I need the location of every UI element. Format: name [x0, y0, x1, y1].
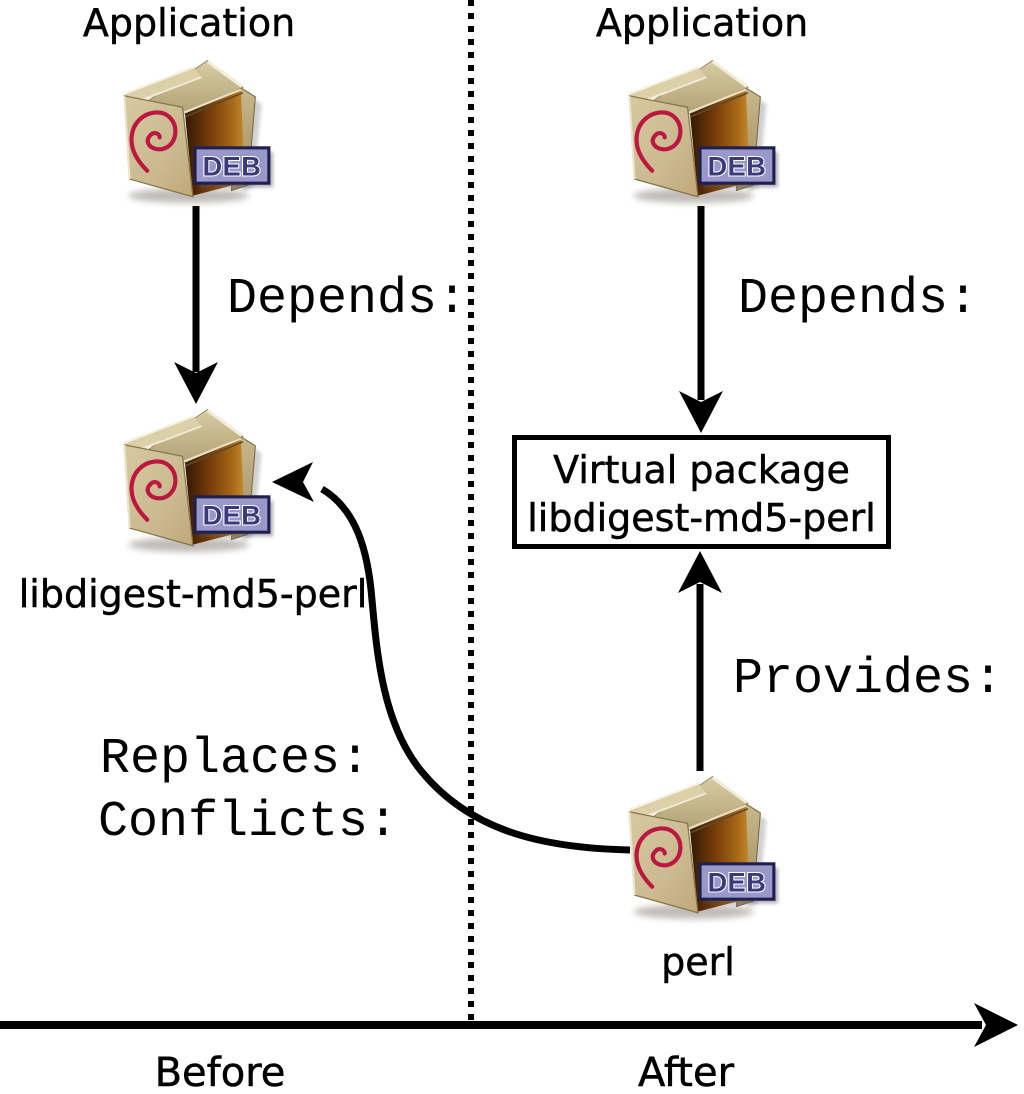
timeline-axis-arrow [0, 1003, 1018, 1047]
provides-arrow [678, 551, 722, 771]
replaces-label: Replaces: [100, 731, 371, 788]
deb-package-icon-libdigest [116, 397, 272, 553]
provides-label: Provides: [733, 651, 1004, 708]
depends-label-right: Depends: [738, 271, 979, 328]
application-label-left: Application [82, 1, 296, 45]
deb-package-icon-perl [621, 764, 777, 920]
deb-package-icon-app-right [621, 48, 777, 204]
depends-label-left: Depends: [227, 271, 468, 328]
conflicts-label: Conflicts: [98, 794, 399, 851]
virtual-package-line1: Virtual package [553, 448, 850, 493]
application-label-right: Application [595, 1, 809, 45]
depends-arrow-left [174, 206, 218, 404]
deb-package-icon-app-left [116, 48, 272, 204]
virtual-package-box: Virtual package libdigest-md5-perl [512, 435, 891, 549]
virtual-package-line2: libdigest-md5-perl [527, 496, 876, 541]
depends-arrow-right [679, 206, 723, 433]
before-label: Before [154, 1050, 286, 1094]
replaces-curved-arrow [272, 462, 631, 854]
perl-package-label: perl [661, 940, 735, 984]
after-label: After [637, 1050, 735, 1094]
libdigest-package-label: libdigest-md5-perl [18, 572, 368, 616]
